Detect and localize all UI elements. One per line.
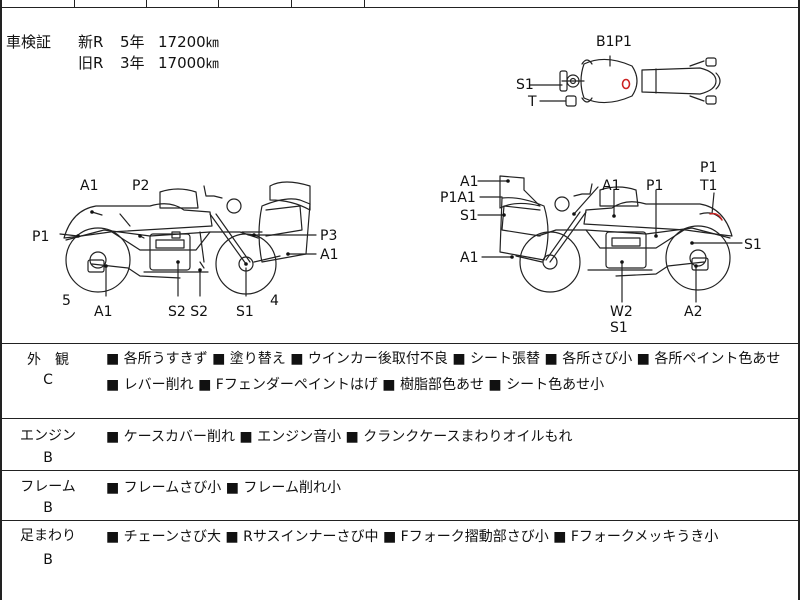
section-grade-suspension: B (43, 552, 53, 568)
label-p1-top: P1 (700, 160, 717, 176)
label-w2: W2 (610, 304, 633, 320)
damage-diagram: B1P1 S1 T A1 P2 P1 P3 A1 5 A1 S2 S2 S1 4… (32, 34, 762, 336)
frame-right-border (798, 0, 800, 600)
label-4: 4 (270, 293, 279, 309)
label-a1-box: A1 (460, 174, 478, 190)
section-label-exterior: 外 観 (27, 352, 69, 368)
label-s1-left: S1 (460, 208, 478, 224)
top-strip-divider (74, 0, 75, 7)
section-notes-frame: ■ フレームさび小 ■ フレーム削れ小 (106, 480, 341, 496)
top-strip-divider (146, 0, 147, 7)
label-s1-bottom-right: S1 (610, 320, 628, 336)
top-strip-divider (291, 0, 292, 7)
section-label-frame: フレーム (20, 479, 76, 495)
section-grade-exterior: C (43, 372, 53, 388)
label-s1-bottom: S1 (236, 304, 254, 320)
label-5: 5 (62, 293, 71, 309)
left-bike-damage-dots (76, 210, 290, 272)
inspection-type: 旧R (78, 54, 104, 72)
label-p1a1: P1A1 (440, 190, 476, 206)
label-p2: P2 (132, 178, 149, 194)
label-p1: P1 (32, 229, 49, 245)
label-p3: P3 (320, 228, 337, 244)
top-strip-divider (364, 0, 365, 7)
top-strip-border (0, 7, 800, 8)
section-grade-frame: B (43, 500, 53, 516)
section-divider (0, 520, 800, 521)
section-notes-suspension: ■ チェーンさび大 ■ Rサスインナーさび中 ■ Fフォーク摺動部さび小 ■ F… (106, 529, 719, 545)
label-a1-top: A1 (80, 178, 98, 194)
inspection-unit: ㎞ (205, 36, 219, 51)
section-notes-engine: ■ ケースカバー削れ ■ エンジン音小 ■ クランクケースまわりオイルもれ (106, 429, 573, 445)
right-bike-damage-mark (709, 212, 723, 221)
inspection-label: 車検証 (6, 33, 52, 51)
inspection-years: 5年 (120, 33, 145, 51)
right-bike-outline (477, 175, 743, 303)
top-strip-divider (218, 0, 219, 7)
section-grade-engine: B (43, 450, 53, 466)
section-divider (0, 343, 800, 344)
inspection-type: 新R (78, 33, 104, 51)
label-a1-left: A1 (460, 250, 478, 266)
label-s2-s2: S2 S2 (168, 304, 208, 320)
right-bike-damage-dots (502, 179, 698, 268)
label-s1: S1 (516, 77, 534, 93)
inspection-years: 3年 (120, 54, 145, 72)
section-label-suspension: 足まわり (20, 528, 76, 544)
label-a1-mid: A1 (602, 178, 620, 194)
section-label-engine: エンジン (20, 428, 76, 444)
top-view-damage-mark (621, 78, 631, 90)
label-a1-bottom: A1 (94, 304, 112, 320)
left-bike-outline (59, 181, 317, 297)
label-a2: A2 (684, 304, 702, 320)
label-p1-mid: P1 (646, 178, 663, 194)
label-s1-right: S1 (744, 237, 762, 253)
inspection-value: 17000 (158, 54, 206, 72)
top-view-outline (529, 55, 721, 107)
frame-left-border (0, 0, 2, 600)
inspection-unit: ㎞ (205, 57, 219, 72)
label-t1: T1 (699, 178, 717, 194)
inspection-value: 17200 (158, 33, 206, 51)
section-notes-exterior: ■ 各所うすきず ■ 塗り替え ■ ウインカー後取付不良 ■ シート張替 ■ 各… (106, 351, 781, 393)
label-b1p1: B1P1 (596, 34, 632, 50)
inspection-row-new: 新R 5年 17200㎞ (78, 32, 219, 54)
inspection-row-old: 旧R 3年 17000㎞ (78, 53, 219, 75)
section-divider (0, 470, 800, 471)
section-divider (0, 418, 800, 419)
label-t: T (527, 94, 537, 110)
label-a1-right: A1 (320, 247, 338, 263)
